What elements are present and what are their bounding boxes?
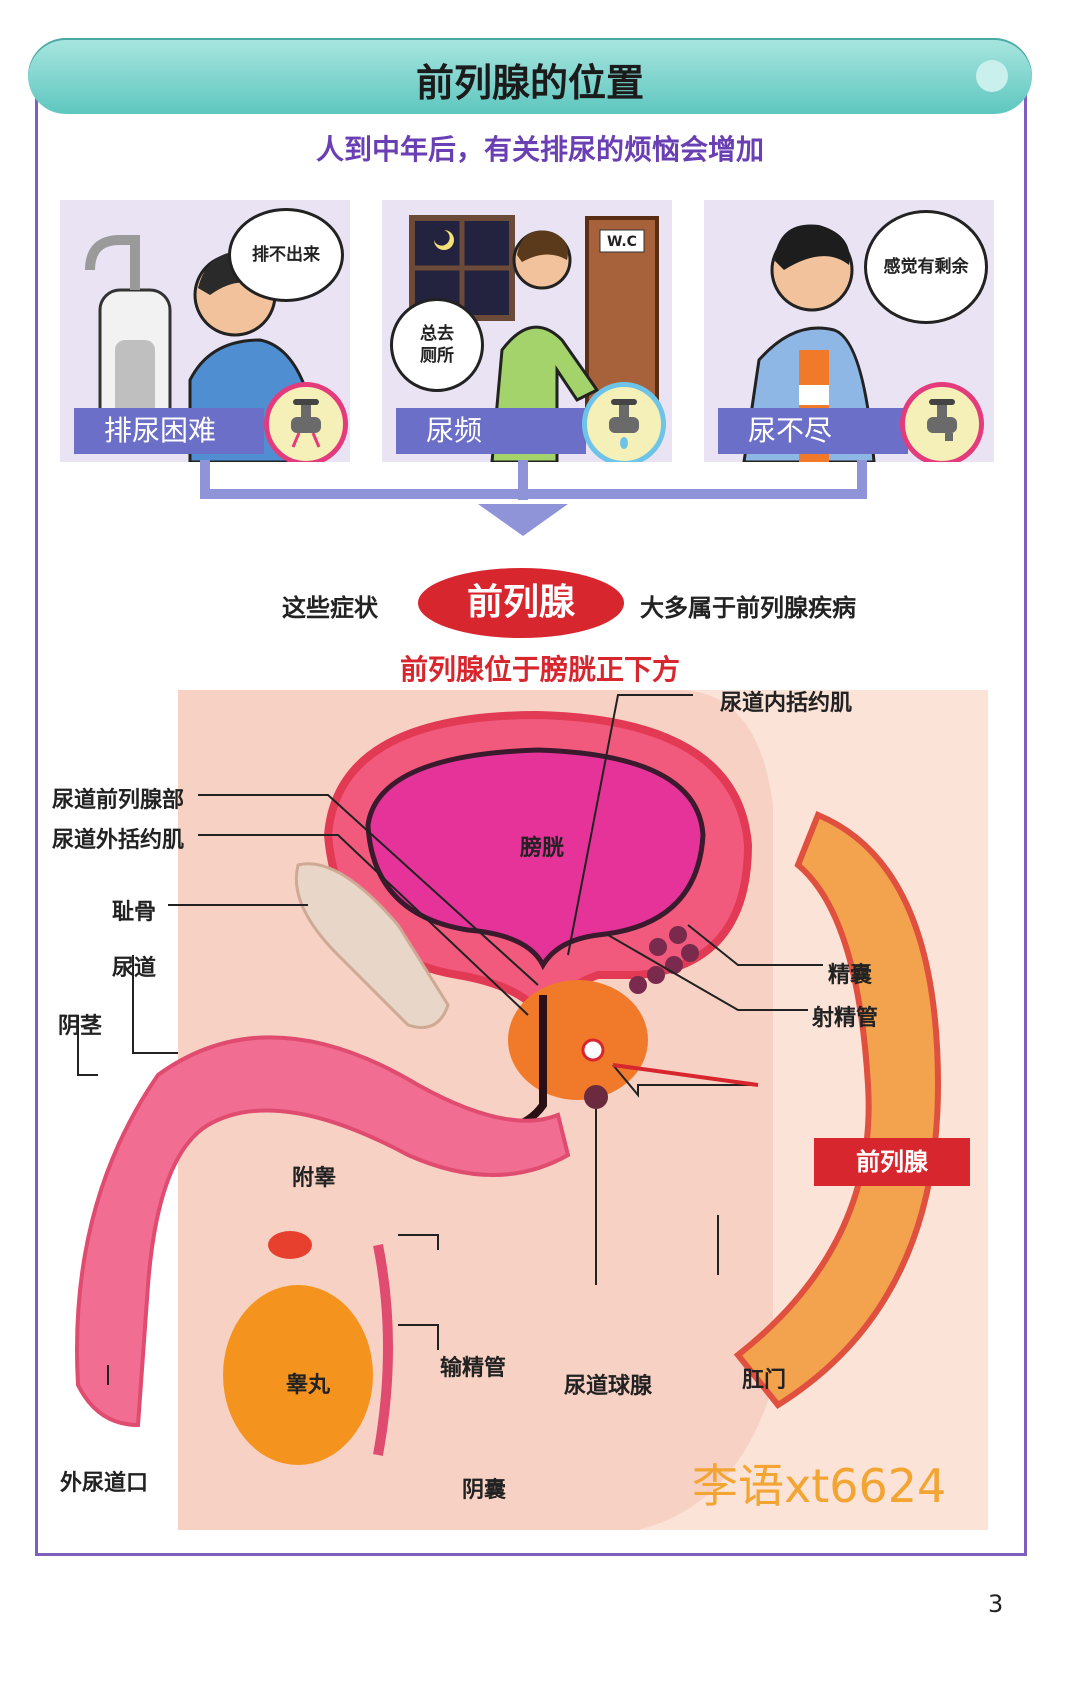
page-title: 前列腺的位置 <box>415 61 644 105</box>
label-prostate: 前列腺 <box>814 1138 970 1186</box>
down-arrow-icon <box>478 504 568 536</box>
label-scrotum: 阴囊 <box>462 1478 507 1503</box>
speech-bubble-line: 厕所 <box>420 346 454 366</box>
summary-right-text: 大多属于前列腺疾病 <box>640 594 856 622</box>
door-sign: W.C <box>607 234 637 250</box>
label-anus: 肛门 <box>742 1368 787 1393</box>
label-urethral-internal-sphincter: 尿道内括约肌 <box>720 691 853 716</box>
label-prostatic-urethra: 尿道前列腺部 <box>52 788 185 813</box>
label-external-urethral-orifice: 外尿道口 <box>60 1471 149 1496</box>
label-penis: 阴茎 <box>58 1014 103 1039</box>
label-epididymis: 附睾 <box>292 1166 337 1191</box>
summary-left-text: 这些症状 <box>282 594 378 622</box>
speech-bubble: 排不出来 <box>228 208 344 302</box>
watermark: 李语xt6624 <box>692 1459 947 1513</box>
prostate-highlight: 前列腺 <box>418 568 624 638</box>
symptom-panel-incomplete: 感觉有剩余 尿不尽 <box>704 200 994 462</box>
symptom-label: 尿频 <box>396 408 586 454</box>
label-ejaculatory-duct: 射精管 <box>812 1006 879 1031</box>
title-dot-decoration <box>976 60 1008 92</box>
symptom-panel-frequency: W.C 总去 厕所 尿频 <box>382 200 672 462</box>
speech-bubble: 总去 厕所 <box>390 298 484 392</box>
label-vas-deferens: 输精管 <box>440 1356 507 1381</box>
speech-bubble: 感觉有剩余 <box>864 210 988 324</box>
symptom-label: 尿不尽 <box>718 408 908 454</box>
label-urethral-external-sphincter: 尿道外括约肌 <box>52 828 185 853</box>
page-number: 3 <box>988 1590 1004 1618</box>
label-testis: 睾丸 <box>286 1373 331 1398</box>
label-bladder: 膀胱 <box>520 836 565 861</box>
label-pubic-bone: 耻骨 <box>112 900 157 925</box>
subtitle: 人到中年后，有关排尿的烦恼会增加 <box>315 133 764 166</box>
anatomy-diagram <box>75 690 988 1530</box>
symptom-panel-difficulty: 排不出来 排尿困难 <box>60 200 350 462</box>
location-note: 前列腺位于膀胱正下方 <box>399 653 680 686</box>
label-seminal-vesicle: 精囊 <box>828 963 873 988</box>
dripping-faucet-icon <box>264 382 348 462</box>
title-bar: 前列腺的位置 <box>28 38 1032 114</box>
symptom-label: 排尿困难 <box>74 408 264 454</box>
flow-connector <box>200 460 867 536</box>
faucet-icon <box>900 382 984 462</box>
dripping-faucet-icon <box>582 382 666 462</box>
speech-bubble-line: 总去 <box>420 324 454 344</box>
label-urethra: 尿道 <box>112 956 157 981</box>
label-bulbourethral-gland: 尿道球腺 <box>564 1374 653 1399</box>
